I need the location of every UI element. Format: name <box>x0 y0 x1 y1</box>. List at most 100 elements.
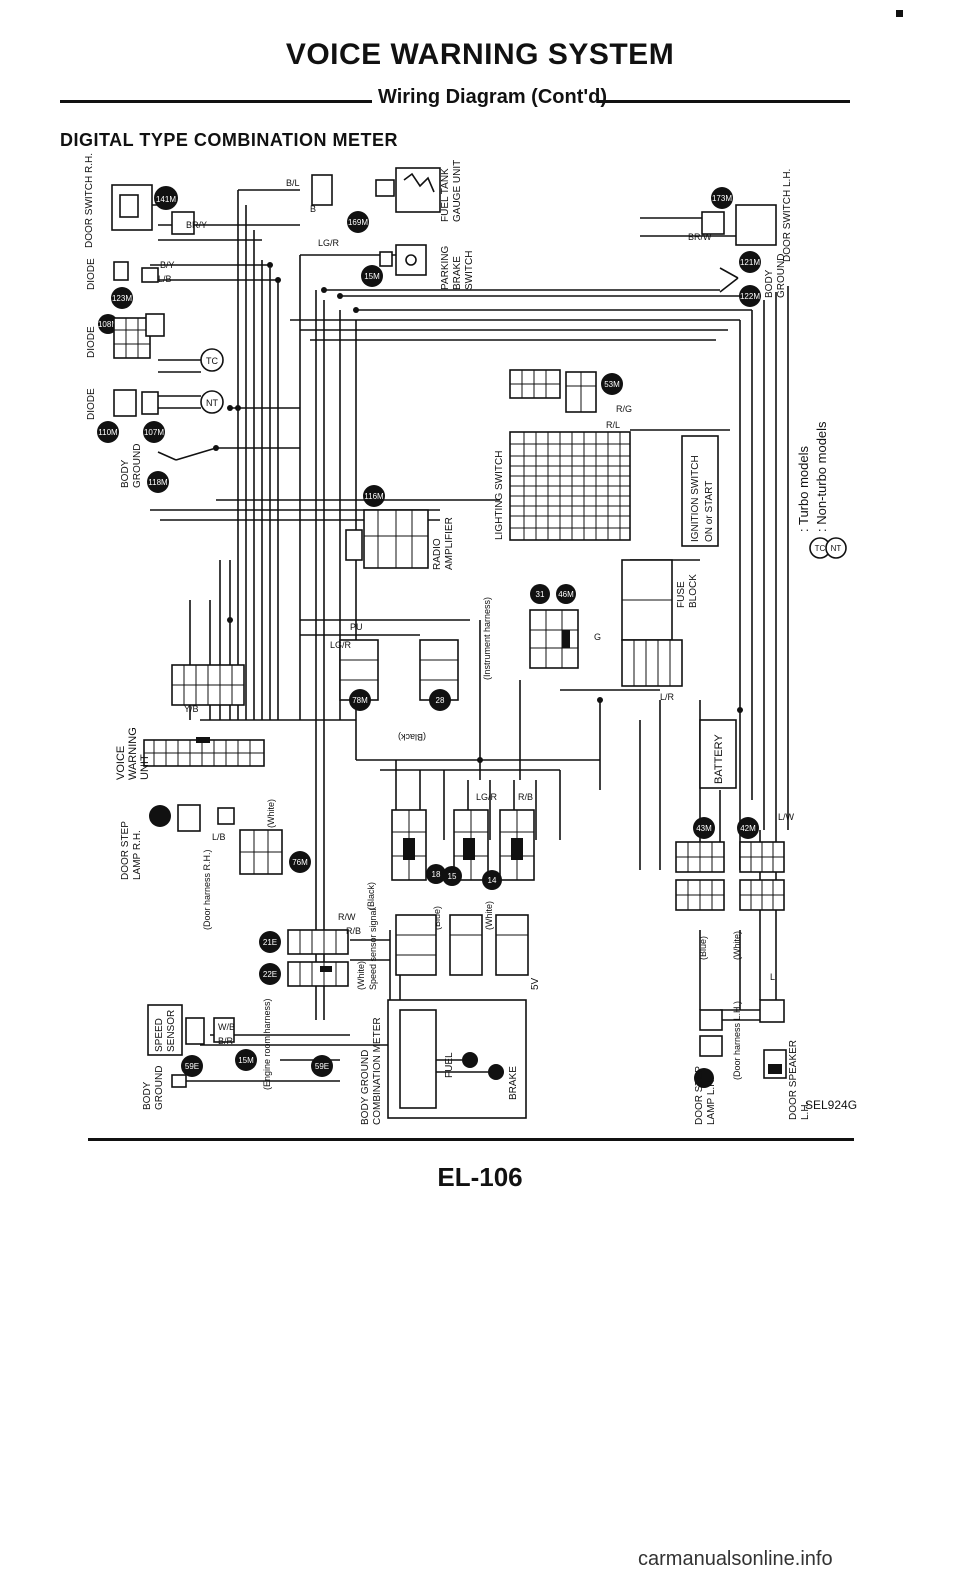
connector-14: 14 (White) <box>482 809 535 930</box>
diode-left-2: DIODE <box>86 313 165 359</box>
diode-left-3: DIODE <box>86 388 159 420</box>
subtitle-rule-left <box>60 100 372 103</box>
diode-left-1: DIODE <box>86 258 159 290</box>
body-ground-left-label2: GROUND <box>132 444 143 488</box>
wire-label-pu: PU <box>350 622 363 632</box>
radio-amplifier: RADIO AMPLIFIER <box>345 509 455 570</box>
door-speaker-label2: L.H. <box>800 1102 811 1120</box>
page-number: EL-106 <box>437 1162 523 1192</box>
legend: TC : Turbo models NT : Non-turbo models <box>796 421 847 559</box>
connector-3e: 22E <box>259 961 349 987</box>
connector-76m: 76M <box>289 851 311 873</box>
connector-141m-label: 141M <box>156 195 176 204</box>
connector-59e: 59E <box>311 1055 333 1077</box>
fuse-label: FUSE <box>676 581 687 608</box>
unit-label: UNIT <box>139 754 151 780</box>
door-switch-rh-label: DOOR SWITCH R.H. <box>84 153 95 248</box>
legend-nt-text: : Non-turbo models <box>814 421 829 532</box>
wire-label-rb2: R/B <box>518 792 533 802</box>
connector-29: 21E <box>259 929 349 955</box>
fuel-tank-gauge-unit: FUEL TANK GAUGE UNIT <box>311 160 463 222</box>
connector-53m: 53M <box>601 373 623 395</box>
engine-room-label: (Engine room harness) <box>262 998 272 1090</box>
turbo-tc-connector: TC <box>158 348 224 373</box>
connector-78m-label: 78M <box>352 696 368 705</box>
five-volt-label: 5V <box>530 977 541 990</box>
voice-warning-unit-connector <box>171 664 245 706</box>
wire-label-yb: Y/B <box>184 704 199 714</box>
brake-label: BRAKE <box>452 256 463 290</box>
connector-46m-label: 46M <box>558 590 574 599</box>
wire-label-lb: L/B <box>158 274 172 284</box>
wire-label-lgr: LG/R <box>318 238 340 248</box>
connector-43m: 43M <box>675 817 725 873</box>
connector-118m-label: 118M <box>148 478 168 487</box>
connector-29-label: 21E <box>263 938 277 947</box>
fuel-label: FUEL <box>444 1052 455 1078</box>
wire-label-lgr2: LG/R <box>330 640 352 650</box>
voice-warning-unit: VOICE WARNING UNIT <box>115 727 265 780</box>
blue-label-1: (Blue) <box>432 906 442 930</box>
wire-label-bl: B/L <box>286 178 300 188</box>
wire-label-br: B/R <box>218 1036 234 1046</box>
connector-121m-label: 121M <box>740 258 760 267</box>
ignition-label: IGNITION SWITCH <box>690 455 701 542</box>
connector-122m: 122M <box>739 285 761 307</box>
connector-108m-label: 108M <box>98 320 118 329</box>
connector-18-label: 18 <box>432 870 441 879</box>
body-ground-right-label2: GROUND <box>776 254 787 298</box>
sensor-label: SENSOR <box>166 1010 177 1052</box>
junction-dots <box>213 262 761 763</box>
connector-78m-28: 78M 28 (Black) <box>339 639 459 742</box>
body-ground-left-label: BODY <box>120 459 131 488</box>
door-switch-rh: DOOR SWITCH R.H. <box>84 153 195 248</box>
body-ground-left: BODY GROUND <box>120 444 217 488</box>
legend-tc-symbol: TC <box>815 544 826 553</box>
connector-59e-label: 59E <box>315 1062 329 1071</box>
connector-53m-label: 53M <box>604 380 620 389</box>
connector-42m-label: 42M <box>740 824 756 833</box>
lighting-connector-top <box>509 369 597 413</box>
connector-22e: 15M (Engine room harness) <box>235 998 272 1090</box>
connector-118m: 118M <box>147 471 169 493</box>
door-step-rh-label: DOOR STEP <box>120 821 131 880</box>
wire-label-rb: R/B <box>346 926 361 936</box>
connector-3e-label: 22E <box>263 970 277 979</box>
door-step-lamp-rh: DOOR STEP LAMP R.H. (Door harness R.H.) … <box>120 799 283 930</box>
connector-15m: 15M <box>361 265 383 287</box>
connector-169m: 169M <box>347 211 369 233</box>
door-step-lh-label: DOOR STEP <box>694 1066 705 1125</box>
wire-label-lw: L/W <box>778 812 795 822</box>
connector-123m: 123M <box>111 287 133 309</box>
connector-22e-label: 15M <box>238 1056 254 1065</box>
fuel-tank-label: FUEL TANK <box>440 168 451 222</box>
connector-28-label: 28 <box>436 696 445 705</box>
wire-label-rw: R/W <box>338 912 356 922</box>
connector-122m-label: 122M <box>740 292 760 301</box>
wire-label-lb2: L/B <box>212 832 226 842</box>
connector-116m-label: 116M <box>364 492 384 501</box>
connector-31-46m: 31 46M (Instrument harness) <box>482 584 579 680</box>
connector-116m: 116M <box>363 485 385 507</box>
white-label-1: (White) <box>266 799 276 828</box>
connector-14-label: 14 <box>488 876 497 885</box>
nt-label: NT <box>206 398 218 408</box>
door-switch-lh-label: DOOR SWITCH L.H. <box>782 169 793 262</box>
connector-110m-label: 110M <box>98 428 118 437</box>
connector-21e: 59E <box>181 1055 203 1077</box>
connector-108m: 108M <box>98 314 118 334</box>
lighting-switch-label: LIGHTING SWITCH <box>494 451 505 540</box>
wire-label-rg: R/G <box>616 404 632 414</box>
diode-label-3: DIODE <box>86 388 97 420</box>
fuse-block: FUSE BLOCK <box>621 559 699 687</box>
door-step-lh-label2: LAMP L.H. <box>706 1077 717 1125</box>
parking-brake-switch: PARKING BRAKE SWITCH <box>379 244 475 290</box>
watermark: carmanualsonline.info <box>638 1548 833 1570</box>
gauge-unit-label: GAUGE UNIT <box>452 160 463 222</box>
harness-trunk <box>150 189 789 1061</box>
door-speaker-lh: DOOR SPEAKER L.H. <box>759 999 811 1120</box>
white-label-4: (White) <box>732 931 742 960</box>
wire-label-l: L <box>770 972 775 982</box>
diode-label-2: DIODE <box>86 326 97 358</box>
body-ground-speed-label2: GROUND <box>154 1066 165 1110</box>
